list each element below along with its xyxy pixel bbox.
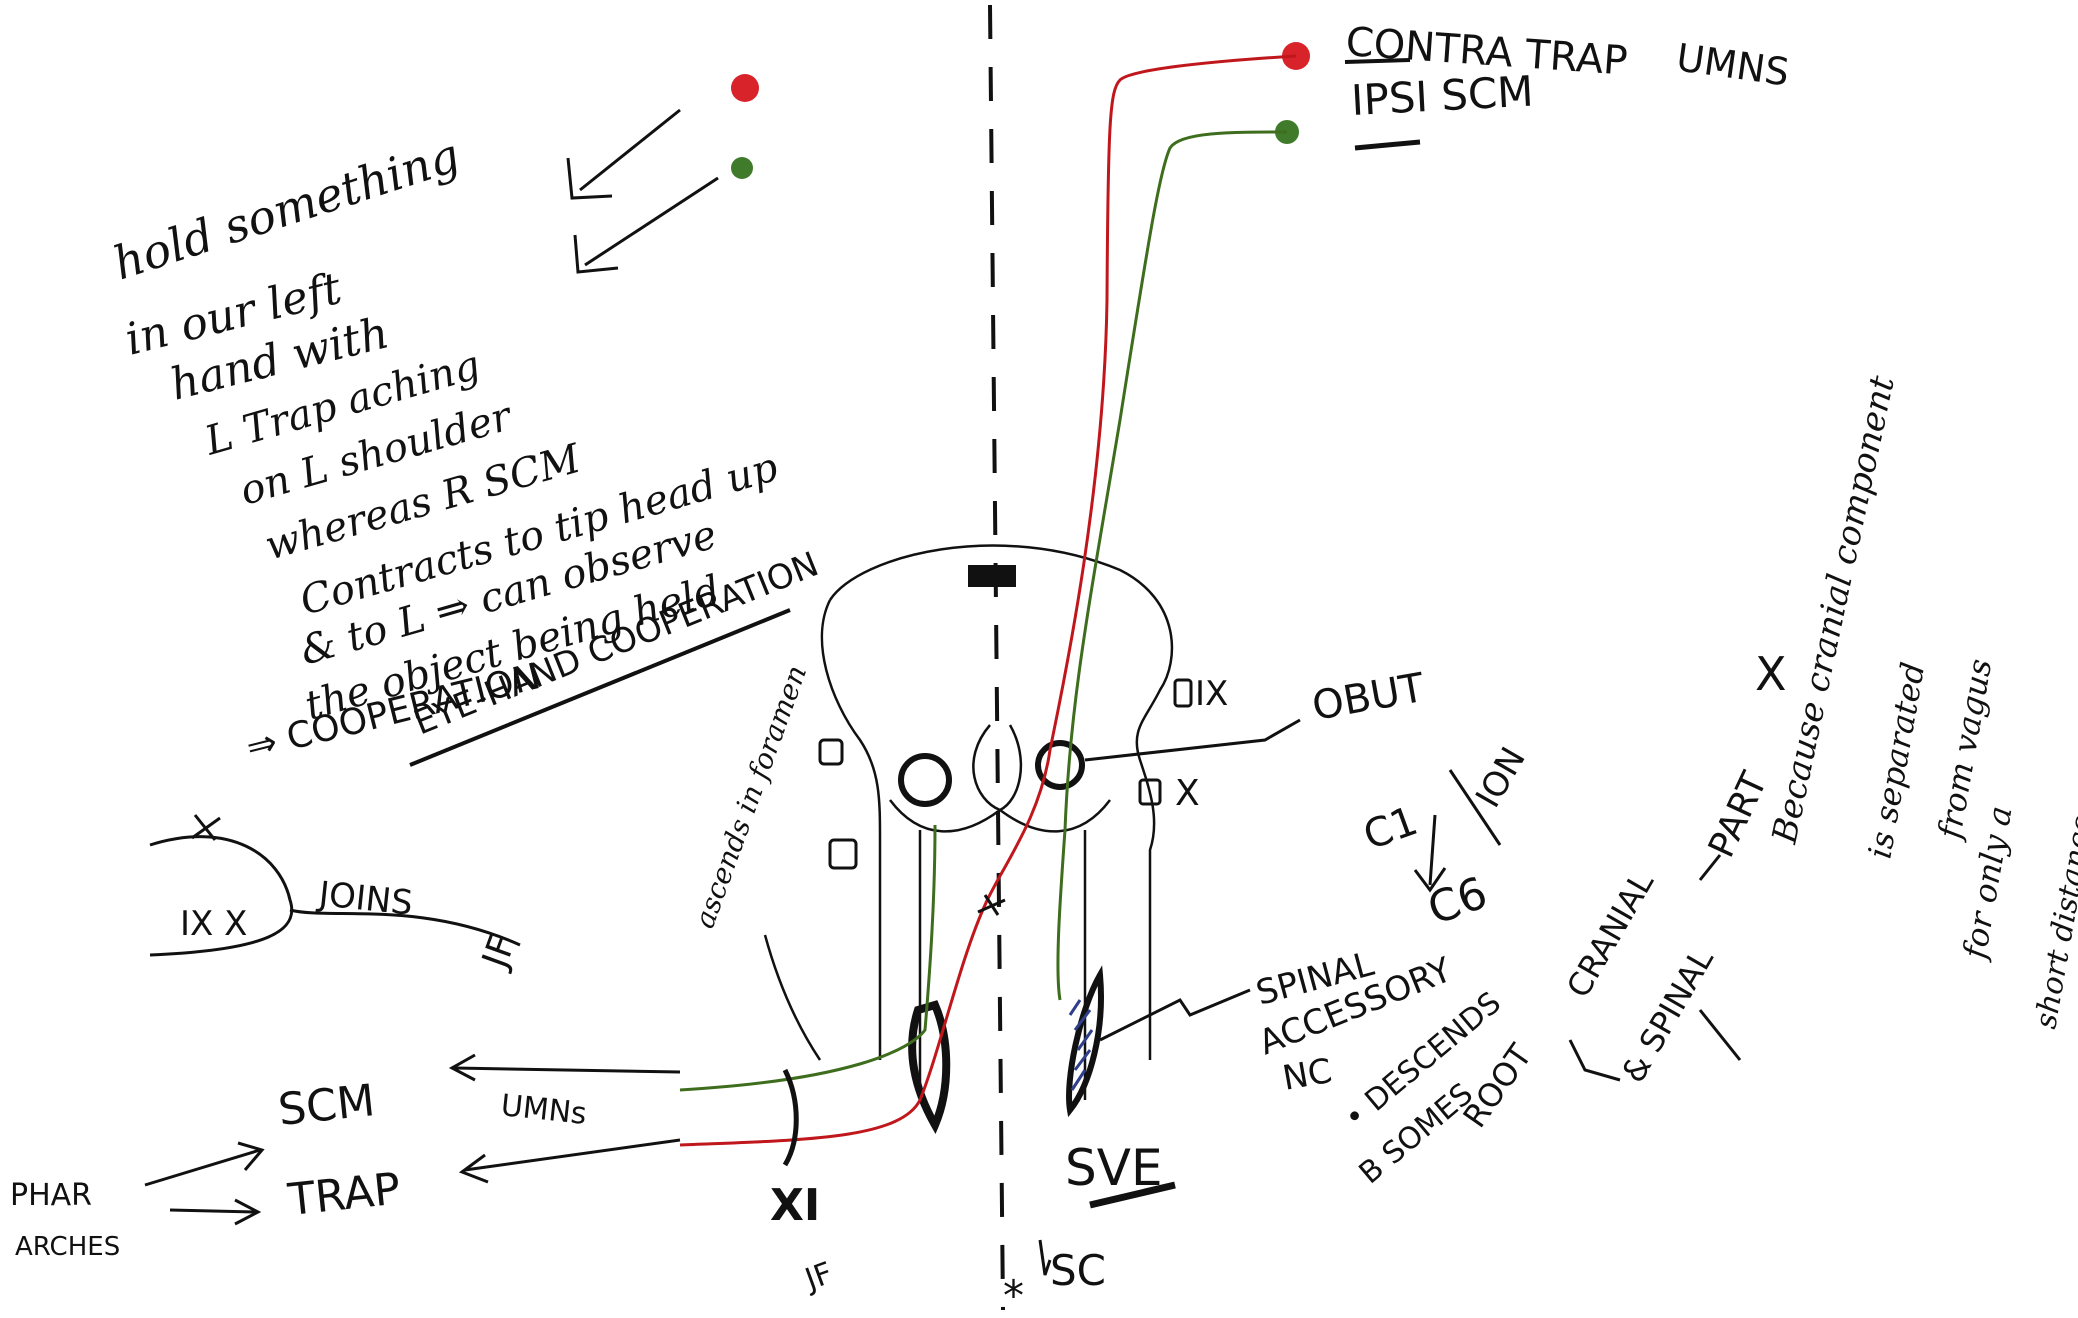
right-part: PART [1701, 765, 1776, 863]
bottom-jf: JF [799, 1256, 837, 1299]
spinal-acc-line3: NC [1280, 1051, 1335, 1099]
right-ion: ION [1468, 741, 1534, 815]
bottom-star: * [1003, 1271, 1024, 1318]
medulla-ix-label: IX [1195, 674, 1228, 714]
right-root: ROOT [1455, 1037, 1539, 1135]
left-nucleus [901, 756, 949, 804]
medulla-obut: OBUT [1309, 665, 1428, 730]
junction-ix-x: IX X [180, 904, 247, 944]
cn-arrow [1415, 815, 1445, 890]
legend-green-label: IPSI SCM [1350, 67, 1535, 125]
bottom-pharyngeal-2: ARCHES [15, 1232, 120, 1262]
bottom-umns: UMNs [499, 1088, 588, 1132]
midline [990, 5, 1003, 1310]
notes-arrows [568, 110, 718, 272]
fourth-ventricle-hatch [968, 565, 1016, 587]
green-dot-left [731, 157, 753, 179]
ascends-leader [765, 935, 820, 1060]
legend-red-underline [1345, 60, 1410, 62]
bottom-arrows [145, 1055, 680, 1224]
medulla-x-label: X [1175, 773, 1200, 814]
legend-umns: UMNS [1674, 35, 1792, 94]
xi-nerve-trunks [912, 975, 1101, 1125]
junction-jf: JF [474, 930, 524, 975]
sc-leader [1040, 1240, 1050, 1275]
right-c6: C6 [1421, 867, 1494, 935]
notes-block: hold something in our left hand with L T… [107, 128, 825, 769]
legend-green-underline [1355, 142, 1420, 148]
note-line-1: hold something [107, 128, 466, 291]
bottom-pharyngeal-1: PHAR [10, 1178, 92, 1213]
right-because-2: is separated [1860, 659, 1932, 861]
bottom-sc: SC [1050, 1246, 1106, 1295]
right-part-x: X [1755, 647, 1787, 701]
spinal-acc-leader [1100, 990, 1250, 1040]
bottom-xi: XI [770, 1180, 820, 1231]
foramen-bracket [785, 1070, 796, 1165]
right-cranial: CRANIAL [1559, 865, 1661, 1004]
obut-leader [1085, 720, 1300, 760]
red-dot-left [731, 74, 759, 102]
part-leader [1700, 855, 1720, 880]
medulla-ascends: ascends in foramen [688, 661, 814, 932]
junction-joins: JOINS [315, 874, 414, 924]
green-pathway [1058, 132, 1287, 1000]
bottom-trap: TRAP [285, 1163, 403, 1226]
bottom-scm: SCM [276, 1075, 377, 1136]
right-because-5: short distance [2028, 812, 2078, 1032]
right-cn: C1 [1358, 798, 1424, 859]
